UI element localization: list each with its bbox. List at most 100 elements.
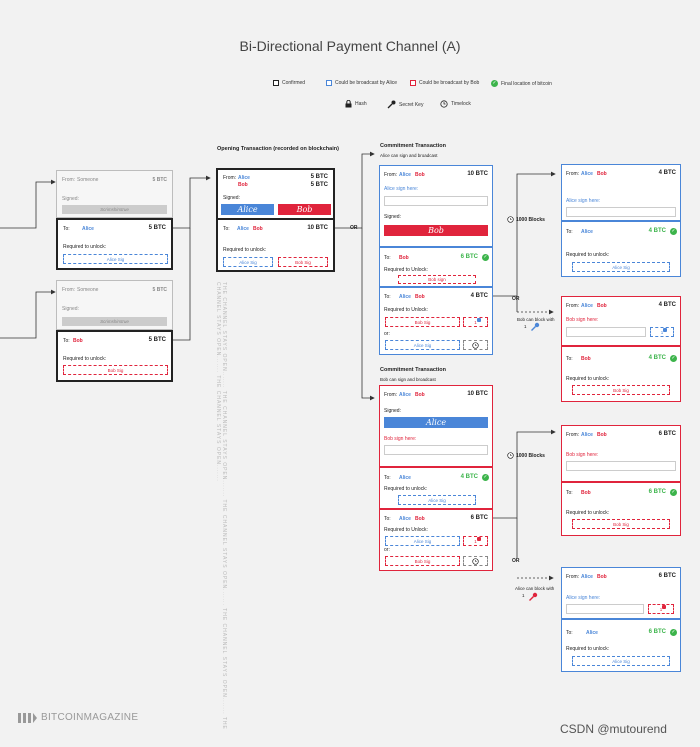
alice-sig-box: Alice Sig [223, 257, 273, 267]
alice-signature: Alice [384, 417, 488, 428]
hash-count: 1 [659, 607, 663, 612]
opening-tx-input: From: Alice Bob 5 BTC 5 BTC Signed: Alic… [216, 168, 335, 220]
alice-sign-here-label: Alice sign here: [566, 198, 601, 204]
key-icon [531, 322, 540, 331]
check-icon: ✓ [491, 80, 498, 87]
commit-a-output-alice: To: Bob 6 BTC ✓ Required to Unlock: Bob … [379, 247, 493, 287]
to-alice: Alice [581, 229, 593, 235]
from-label: From: [223, 175, 237, 181]
bob-sign-here-label: Bob sign here: [566, 452, 599, 458]
bob-signature: Bob [278, 204, 331, 215]
signed-label: Signed: [223, 195, 240, 201]
bob-sig-box: Bob Sig [63, 365, 168, 375]
amount: 6 BTC [658, 431, 676, 437]
or-label: or: [384, 547, 390, 553]
required-label: Required to unlock: [566, 646, 610, 652]
clock-icon [472, 558, 479, 565]
to-bob: Bob [253, 226, 263, 232]
from-bob: Bob [597, 303, 607, 309]
penalty-b-output: To: Bob 4 BTC ✓ Required to unlock: Bob … [561, 346, 681, 402]
required-label: Required to unlock: [566, 376, 610, 382]
commit-a-input: From: Alice Bob 10 BTC Alice sign here: … [379, 165, 493, 247]
alice-sign-field [384, 196, 488, 206]
amount-bob: 5 BTC [310, 182, 328, 188]
from-name: Someone [77, 177, 99, 183]
opening-tx-output: To: Alice Bob 10 BTC Required to unlock:… [216, 218, 335, 272]
alice-sig-box: Alice Sig [385, 536, 460, 546]
amount: 6 BTC [648, 629, 666, 635]
from-label: From: [566, 303, 580, 309]
amount: 5 BTC [152, 177, 167, 183]
channel-stays-open: THE CHANNEL STAYS OPEN....... THE CHANNE… [215, 282, 227, 730]
penalty-c-output: To: Bob 6 BTC ✓ Required to unlock: Bob … [561, 482, 681, 536]
alice-sign-here-label: Alice sign here: [384, 186, 419, 192]
check-icon: ✓ [670, 629, 677, 636]
alice-swatch [326, 80, 332, 86]
legend-alice: Could be broadcast by Alice [326, 80, 397, 86]
penalty-a-input: From: Alice Bob 4 BTC Alice sign here: [561, 164, 681, 221]
funding-tx-bob-output: To: Bob 5 BTC Required to unlock: Bob Si… [56, 330, 173, 382]
from-bob: Bob [597, 574, 607, 580]
from-name: Someone [77, 287, 99, 293]
timelock-box [463, 556, 488, 566]
required-label: Required to unlock: [223, 247, 267, 253]
from-alice: Alice [238, 175, 250, 181]
to-bob: Bob [399, 255, 409, 261]
alice-sig-box: Alice Sig [572, 656, 670, 666]
signed-label: Signed: [62, 196, 79, 202]
from-label: From: [384, 392, 398, 398]
from-label: From: [62, 177, 76, 183]
hash-box: 1 [650, 327, 674, 337]
required-label: Required to Unlock: [384, 527, 428, 533]
check-icon: ✓ [670, 228, 677, 235]
from-alice: Alice [581, 171, 593, 177]
signed-label: Signed: [384, 214, 401, 220]
bob-sig-box: Bob Sig [572, 385, 670, 395]
penalty-d-output: To: Alice 6 BTC ✓ Required to unlock: Al… [561, 619, 681, 672]
signature-band: Scrimshirstrue [62, 205, 167, 214]
amount: 4 BTC [658, 302, 676, 308]
bob-sign-box: Bob sign [398, 275, 476, 284]
bob-sig-box: Bob Sig [385, 556, 460, 566]
required-label: Required to Unlock: [384, 307, 428, 313]
required-label: Required to unlock: [566, 510, 610, 516]
required-label: Required to Unlock: [384, 267, 428, 273]
timelock-note-a: 1000 Blocks [507, 216, 545, 223]
commit-b-output-alice: To: Alice 4 BTC ✓ Required to unlock: Al… [379, 467, 493, 509]
bob-sig-box: Bob Sig [572, 519, 670, 529]
amount: 4 BTC [648, 228, 666, 234]
timelock-box [463, 340, 488, 350]
to-label: To: [223, 226, 230, 232]
amount: 6 BTC [648, 489, 666, 495]
to-alice: Alice [399, 294, 411, 300]
or-label: OR [512, 296, 520, 302]
hash-box: 1 [648, 604, 674, 614]
legend-confirmed: Confirmed [273, 80, 305, 86]
clock-icon [440, 100, 448, 108]
or-label: OR [512, 558, 520, 564]
legend-label: Could be broadcast by Alice [335, 80, 397, 86]
from-alice: Alice [581, 303, 593, 309]
to-label: To: [566, 356, 573, 362]
from-label: From: [566, 171, 580, 177]
confirmed-swatch [273, 80, 279, 86]
from-label: From: [384, 172, 398, 178]
bob-sign-field [384, 445, 488, 455]
to-alice: Alice [586, 630, 598, 636]
hash-count: 1 [474, 539, 477, 544]
legend-label: Timelock [451, 101, 471, 107]
alice-sign-here-label: Alice sign here: [566, 595, 601, 601]
commit-b-output-revocable: To: Alice Bob 6 BTC Required to Unlock: … [379, 509, 493, 571]
to-bob: Bob [581, 490, 591, 496]
amount: 4 BTC [658, 170, 676, 176]
legend-key: Secret Key [387, 100, 423, 109]
alice-signature: Alice [221, 204, 274, 215]
from-bob: Bob [597, 171, 607, 177]
bob-sig-box: Bob Sig [385, 317, 460, 327]
from-label: From: [566, 574, 580, 580]
to-label: To: [384, 255, 391, 261]
alice-sig-box: Alice Sig [572, 262, 670, 272]
amount: 5 BTC [152, 287, 167, 293]
signature-band: Scrimshirstrue [62, 317, 167, 326]
bob-sign-field [566, 327, 646, 337]
